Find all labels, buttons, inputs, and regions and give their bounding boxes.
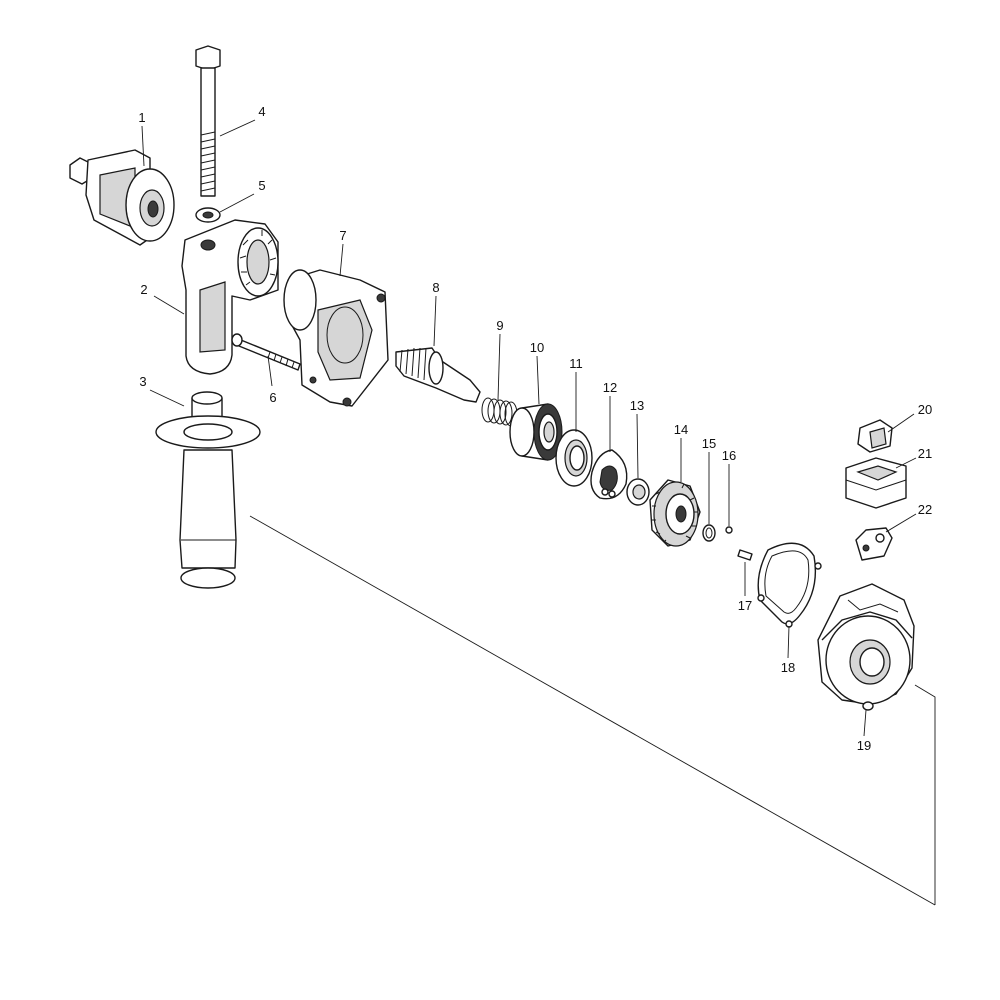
part-16-ball[interactable] bbox=[725, 526, 733, 534]
part-15-o-ring[interactable] bbox=[702, 524, 716, 542]
label-11: 11 bbox=[569, 356, 583, 371]
label-14: 14 bbox=[674, 422, 688, 437]
label-19: 19 bbox=[857, 738, 871, 753]
part-11-seal-ring[interactable] bbox=[555, 429, 593, 487]
part-4-bolt[interactable] bbox=[195, 45, 221, 197]
part-3-auxiliary-handle[interactable] bbox=[155, 391, 261, 589]
label-2: 2 bbox=[140, 282, 147, 297]
label-6: 6 bbox=[269, 390, 276, 405]
label-12: 12 bbox=[603, 380, 617, 395]
part-20-lock-button[interactable] bbox=[857, 419, 893, 453]
label-9: 9 bbox=[496, 318, 503, 333]
part-1-drill-chuck[interactable] bbox=[69, 149, 175, 246]
part-22-bracket[interactable] bbox=[855, 527, 893, 561]
part-2-side-handle-clamp[interactable] bbox=[181, 219, 279, 375]
part-14-gear[interactable] bbox=[649, 479, 701, 547]
label-10: 10 bbox=[530, 340, 544, 355]
part-18-gasket[interactable] bbox=[757, 542, 822, 628]
part-21-button-housing[interactable] bbox=[845, 457, 907, 509]
part-13-bushing[interactable] bbox=[626, 478, 650, 506]
part-6-threaded-rod[interactable] bbox=[231, 333, 301, 371]
part-labels: 1 2 3 4 5 6 7 8 9 10 11 12 13 14 15 16 1… bbox=[138, 104, 932, 753]
leader-lines bbox=[141, 119, 917, 737]
label-8: 8 bbox=[432, 280, 439, 295]
label-4: 4 bbox=[258, 104, 265, 119]
label-21: 21 bbox=[918, 446, 932, 461]
label-3: 3 bbox=[139, 374, 146, 389]
label-15: 15 bbox=[702, 436, 716, 451]
part-19-bearing-box[interactable] bbox=[817, 583, 915, 711]
label-20: 20 bbox=[918, 402, 932, 417]
part-10-bearing[interactable] bbox=[509, 403, 563, 461]
label-1: 1 bbox=[138, 110, 145, 125]
label-22: 22 bbox=[918, 502, 932, 517]
part-8-spindle[interactable] bbox=[395, 347, 481, 403]
part-7-gear-housing[interactable] bbox=[283, 269, 389, 407]
label-17: 17 bbox=[738, 598, 752, 613]
label-13: 13 bbox=[630, 398, 644, 413]
part-17-pin[interactable] bbox=[737, 549, 753, 561]
label-7: 7 bbox=[339, 228, 346, 243]
label-5: 5 bbox=[258, 178, 265, 193]
part-9-spring[interactable] bbox=[481, 397, 518, 427]
part-12-retaining-ring[interactable] bbox=[590, 449, 628, 500]
part-5-washer[interactable] bbox=[195, 207, 221, 223]
label-16: 16 bbox=[722, 448, 736, 463]
assembly-guide-lines bbox=[249, 515, 936, 906]
label-18: 18 bbox=[781, 660, 795, 675]
